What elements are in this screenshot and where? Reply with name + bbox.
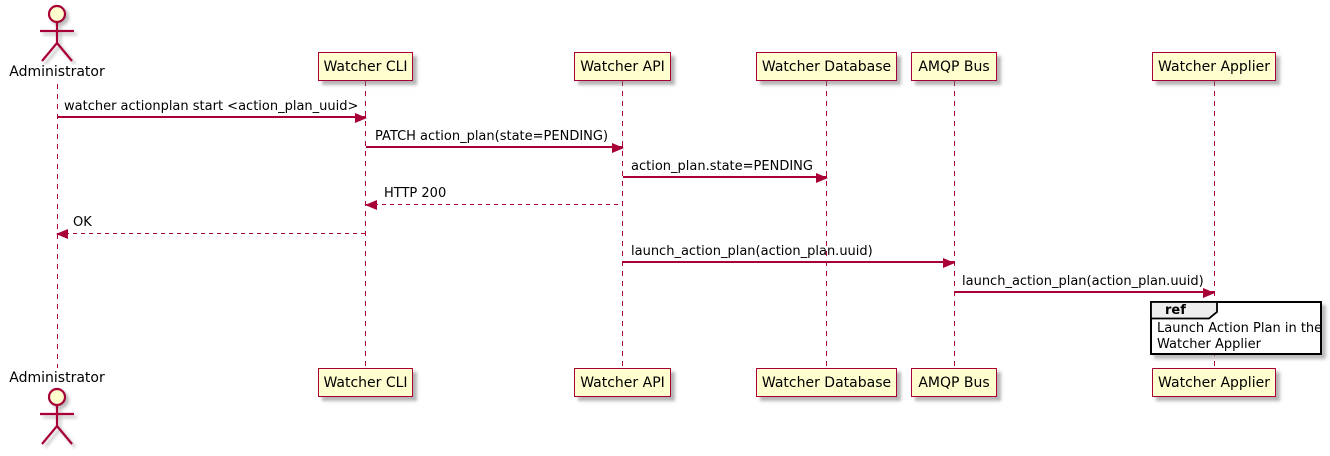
participant-watcher-applier-top: Watcher Applier [1152, 52, 1276, 81]
participant-watcher-api-top: Watcher API [574, 52, 671, 81]
arrowhead-icon [1203, 287, 1215, 298]
message-1-line [57, 116, 366, 118]
actor-label-bottom: Administrator [9, 370, 105, 386]
message-4-line [366, 203, 623, 205]
arrowhead-icon [365, 199, 377, 210]
message-4-label: HTTP 200 [384, 186, 447, 201]
participant-watcher-database-bottom: Watcher Database [756, 368, 897, 397]
lifeline-watcher-api [622, 81, 624, 368]
lifeline-watcher-cli [365, 81, 367, 368]
arrowhead-icon [355, 112, 367, 123]
ref-fragment: ref Launch Action Plan in the Watcher Ap… [1150, 301, 1322, 355]
arrowhead-icon [816, 172, 828, 183]
participant-watcher-api-bottom: Watcher API [574, 368, 671, 397]
message-7: launch_action_plan(action_plan.uuid) [954, 274, 1215, 298]
participant-watcher-database-top: Watcher Database [756, 52, 897, 81]
message-6: launch_action_plan(action_plan.uuid) [623, 244, 955, 268]
participant-watcher-cli-bottom: Watcher CLI [318, 368, 413, 397]
participant-amqp-bus-bottom: AMQP Bus [911, 368, 997, 397]
message-3-label: action_plan.state=PENDING [631, 159, 813, 174]
participant-watcher-applier-bottom: Watcher Applier [1152, 368, 1276, 397]
message-7-line [954, 291, 1214, 293]
ref-keyword: ref [1165, 303, 1186, 318]
message-5: OK [56, 215, 366, 239]
participant-amqp-bus-top: AMQP Bus [911, 52, 997, 81]
message-2-label: PATCH action_plan(state=PENDING) [375, 129, 609, 144]
lifeline-watcher-database [826, 81, 828, 368]
message-1: watcher actionplan start <action_plan_uu… [57, 99, 367, 123]
message-5-label: OK [73, 215, 92, 230]
message-3: action_plan.state=PENDING [623, 159, 828, 183]
lifeline-administrator [56, 84, 58, 368]
message-1-label: watcher actionplan start <action_plan_uu… [64, 99, 359, 114]
message-5-line [57, 232, 366, 234]
lifeline-watcher-applier [1213, 81, 1215, 368]
actor-label-top: Administrator [9, 64, 105, 80]
actor-icon-bottom [40, 387, 74, 445]
actor-icon-top [40, 4, 74, 62]
ref-text-line2: Watcher Applier [1157, 336, 1261, 352]
arrowhead-icon [943, 257, 955, 268]
participant-watcher-cli-top: Watcher CLI [318, 52, 413, 81]
ref-text: Launch Action Plan in the Watcher Applie… [1157, 321, 1322, 352]
message-6-line [623, 261, 954, 263]
message-3-line [623, 176, 827, 178]
message-6-label: launch_action_plan(action_plan.uuid) [631, 244, 873, 259]
message-2: PATCH action_plan(state=PENDING) [366, 129, 624, 153]
ref-header-pentagon-icon [1150, 301, 1218, 320]
message-7-label: launch_action_plan(action_plan.uuid) [962, 274, 1204, 289]
lifeline-amqp-bus [953, 81, 955, 368]
ref-text-line1: Launch Action Plan in the [1157, 321, 1323, 336]
arrowhead-icon [612, 142, 624, 153]
message-4: HTTP 200 [365, 186, 623, 210]
arrowhead-icon [56, 228, 68, 239]
message-2-line [366, 146, 623, 148]
